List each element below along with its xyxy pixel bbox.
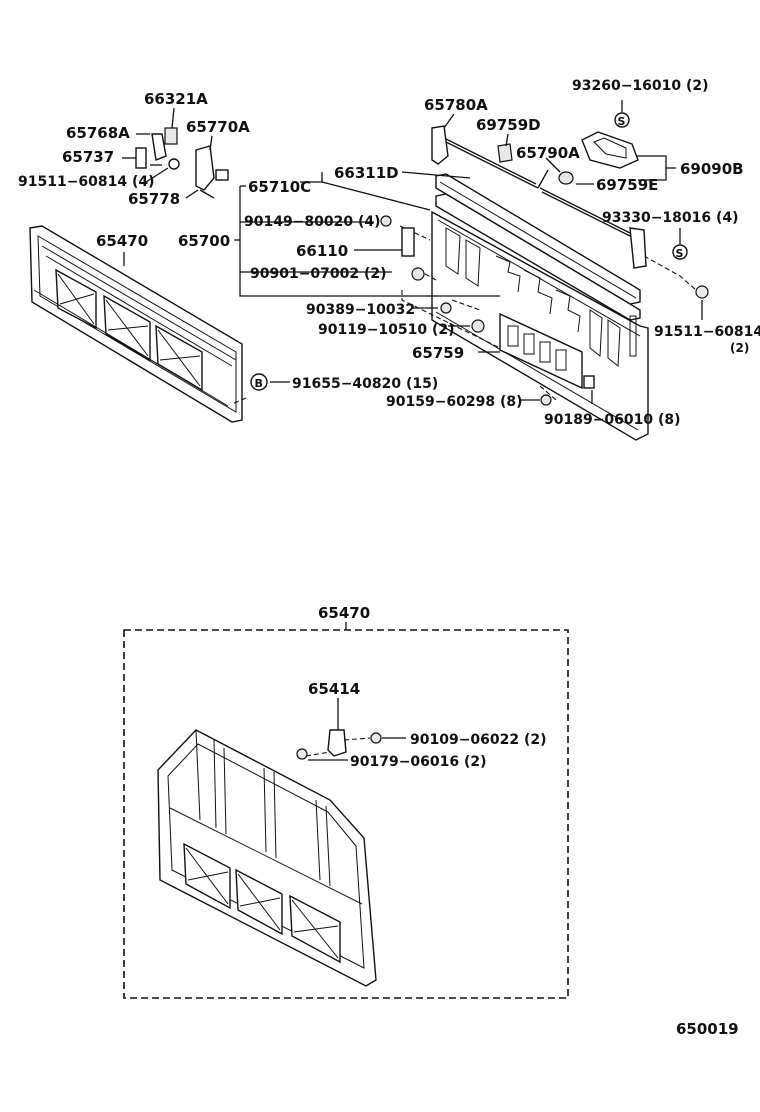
label-69090B: 69090B (680, 160, 744, 178)
front-panel-65470 (29, 225, 243, 423)
lower-group: 65470 (123, 604, 569, 999)
bracket-65414 (296, 698, 406, 761)
label-65759: 65759 (412, 344, 464, 362)
latch-assembly (135, 127, 229, 199)
label-65700: 65700 (178, 232, 230, 250)
label-90119-10510: 90119−10510 (2) (318, 322, 455, 338)
lock-rods (431, 125, 647, 269)
label-93330-18016: 93330−18016 (4) (602, 210, 739, 226)
label-91511-60814-qty: (2) (730, 341, 749, 355)
label-65710C: 65710C (248, 178, 311, 196)
label-90189-06010: 90189−06010 (8) (544, 412, 681, 428)
upper-group: S S B 66321A 65768A 65770A 65737 91511−6… (18, 78, 760, 441)
label-90901-07002: 90901−07002 (2) (250, 266, 387, 282)
label-65470-lower: 65470 (318, 604, 370, 622)
label-65768A: 65768A (66, 124, 130, 142)
diagram-number: 650019 (676, 1020, 739, 1038)
svg-text:B: B (255, 377, 263, 390)
label-91511-60814-2: 91511−60814 (654, 324, 760, 340)
plate-65759 (478, 312, 583, 390)
label-90159-60298: 90159−60298 (8) (386, 394, 523, 410)
label-90179-06016: 90179−06016 (2) (350, 754, 487, 770)
label-65737: 65737 (62, 148, 114, 166)
label-65414: 65414 (308, 680, 360, 698)
label-65770A: 65770A (186, 118, 250, 136)
s-mark-icon: S (614, 112, 630, 128)
label-65780A: 65780A (424, 96, 488, 114)
s-mark-icon: S (672, 244, 688, 260)
label-66321A: 66321A (144, 90, 208, 108)
label-66311D: 66311D (334, 164, 399, 182)
label-69759E: 69759E (596, 176, 658, 194)
svg-text:S: S (676, 247, 684, 260)
label-65470-upper: 65470 (96, 232, 148, 250)
label-90109-06022: 90109−06022 (2) (410, 732, 547, 748)
label-93260-16010: 93260−16010 (2) (572, 78, 709, 94)
label-90149-80020: 90149−80020 (4) (244, 214, 381, 230)
label-65778: 65778 (128, 190, 180, 208)
svg-text:S: S (618, 115, 626, 128)
hinge-66110 (354, 227, 425, 281)
label-65790A: 65790A (516, 144, 580, 162)
label-90389-10032: 90389−10032 (306, 302, 415, 318)
label-69759D: 69759D (476, 116, 541, 134)
label-91511-60814-4: 91511−60814 (4) (18, 174, 155, 190)
b-mark-icon: B (250, 373, 268, 391)
label-66110: 66110 (296, 242, 348, 260)
fasteners-upper (270, 100, 709, 406)
label-91655-40820: 91655−40820 (15) (292, 376, 438, 392)
rear-panel-65470 (157, 729, 377, 987)
handle-69090B (558, 131, 676, 185)
